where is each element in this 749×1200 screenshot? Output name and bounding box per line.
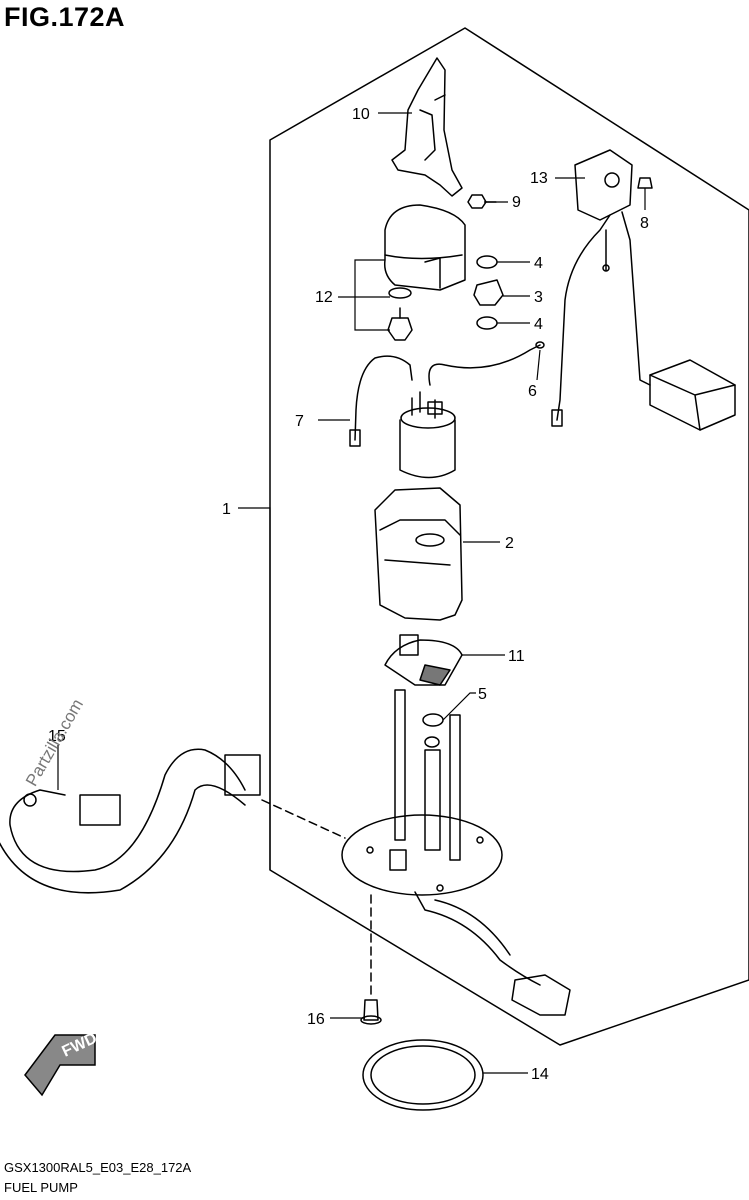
- callout-5: 5: [478, 686, 487, 703]
- o-ring-part-4-lower: [476, 316, 498, 330]
- figure-name: FUEL PUMP: [4, 1180, 78, 1195]
- harness-wire: [414, 891, 541, 986]
- leader-lines: [57, 112, 646, 1074]
- hose-connector-right: [224, 754, 261, 796]
- screw-part-16: [363, 999, 379, 1021]
- pump-rail-right: [449, 714, 461, 861]
- sender-unit-part-13: [574, 149, 633, 221]
- pump-base-flange: [341, 814, 503, 896]
- callout-8: 8: [640, 215, 649, 232]
- regulator-part-12: [383, 204, 466, 291]
- callout-14: 14: [531, 1066, 549, 1083]
- gasket-part-14: [362, 1039, 484, 1111]
- harness-connector: [511, 974, 571, 1016]
- pump-tube: [424, 749, 441, 851]
- pump-rail-left: [394, 689, 406, 841]
- hose-connector-left: [79, 794, 121, 826]
- figure-code: GSX1300RAL5_E03_E28_172A: [4, 1160, 192, 1175]
- callout-6: 6: [528, 383, 537, 400]
- callout-3: 3: [534, 289, 543, 306]
- callout-12: 12: [315, 289, 333, 306]
- fuel-hose-part-15: [9, 748, 246, 873]
- callout-15: 15: [48, 728, 66, 745]
- fitting-part-3: [473, 279, 504, 306]
- callout-16: 16: [307, 1011, 325, 1028]
- bracket-part-10: [391, 57, 463, 197]
- callout-4-lower: 4: [534, 316, 543, 333]
- o-ring-part-5: [422, 713, 444, 727]
- fwd-arrow: FWD: [24, 1030, 100, 1097]
- screw-part-8: [637, 177, 653, 189]
- callout-11: 11: [508, 648, 525, 665]
- regulator-fitting-part-12: [387, 317, 413, 341]
- filter-part-11: [384, 639, 463, 686]
- figure-title: FIG.172A: [4, 2, 126, 32]
- callout-7: 7: [295, 413, 304, 430]
- float-arm: [621, 211, 651, 386]
- callout-1: 1: [222, 501, 231, 518]
- float-part: [649, 359, 736, 431]
- callout-10: 10: [352, 106, 370, 123]
- lead-wire-part-6: [428, 344, 541, 386]
- callout-2: 2: [505, 535, 514, 552]
- callout-9: 9: [512, 194, 521, 211]
- callout-4-upper: 4: [534, 255, 543, 272]
- bolt-part-9: [467, 194, 487, 209]
- callout-13: 13: [530, 170, 548, 187]
- o-ring-part-4-upper: [476, 255, 498, 269]
- pump-holder-part-2: [374, 487, 463, 621]
- lead-wire-part-7: [354, 355, 413, 441]
- fuel-pump-body: [399, 419, 456, 479]
